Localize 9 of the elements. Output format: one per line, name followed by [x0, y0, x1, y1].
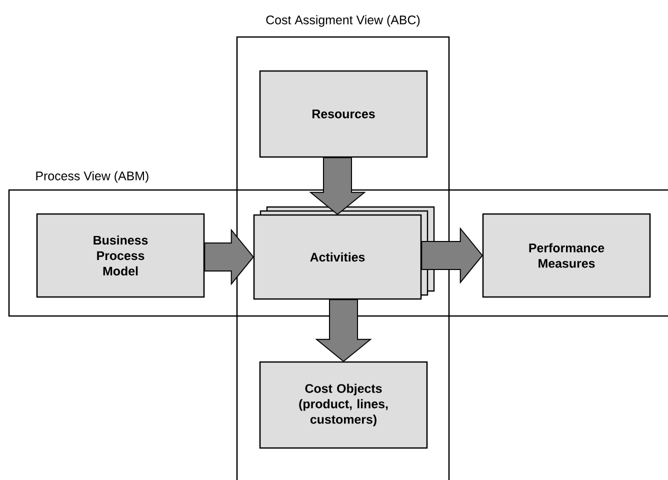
process-box: Resources: [259, 70, 428, 158]
process-box: Business Process Model: [36, 213, 205, 298]
block-arrow: [315, 299, 372, 362]
block-arrow: [421, 227, 483, 284]
process-box: Performance Measures: [482, 213, 651, 298]
process-box: Cost Objects (product, lines, customers): [259, 361, 428, 449]
stacked-process-box: Activities: [253, 206, 435, 300]
block-arrow: [204, 228, 254, 286]
block-arrow: [309, 157, 366, 215]
